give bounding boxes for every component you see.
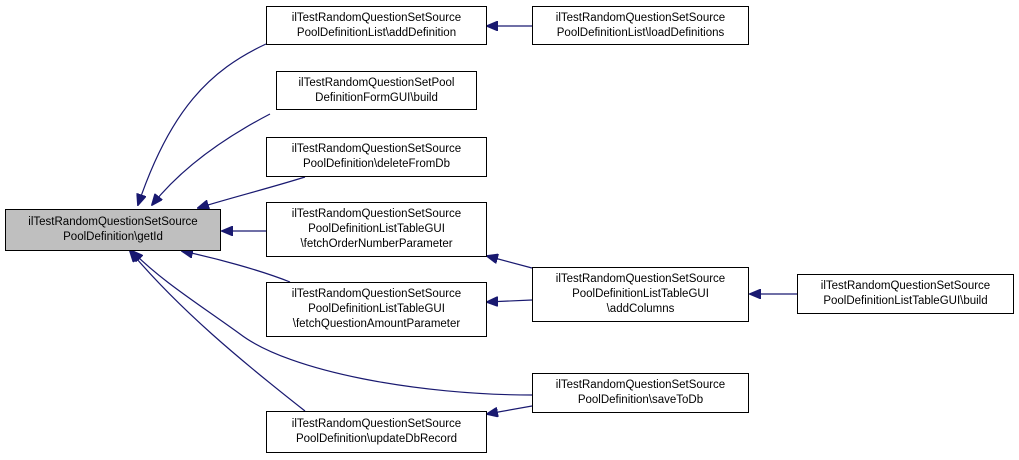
node-addcolumns-line3: \addColumns bbox=[606, 303, 675, 315]
node-loaddefinitions-line1: ilTestRandomQuestionSetSource bbox=[555, 11, 726, 24]
node-updatedb-line1: ilTestRandomQuestionSetSource bbox=[291, 418, 462, 430]
node-addcolumns-line2: PoolDefinitionListTableGUI bbox=[572, 288, 709, 300]
node-deletefromdb[interactable]: ilTestRandomQuestionSetSource PoolDefini… bbox=[266, 137, 487, 177]
edge-formbuild-to-getid bbox=[152, 113, 271, 205]
node-savetodb-line2: PoolDefinition\saveToDb bbox=[577, 394, 704, 406]
node-addcolumns[interactable]: ilTestRandomQuestionSetSource PoolDefini… bbox=[532, 267, 749, 322]
node-fetchorder[interactable]: ilTestRandomQuestionSetSource PoolDefini… bbox=[266, 202, 487, 257]
node-savetodb[interactable]: ilTestRandomQuestionSetSource PoolDefini… bbox=[532, 373, 749, 413]
node-formbuild-line2: DefinitionFormGUI\build bbox=[315, 91, 438, 104]
edge-deletefromdb-to-getid bbox=[198, 176, 306, 208]
node-loaddefinitions[interactable]: ilTestRandomQuestionSetSource PoolDefini… bbox=[532, 6, 749, 45]
edge-adddefinition-to-getid bbox=[138, 43, 267, 205]
node-fetchorder-line3: \fetchOrderNumberParameter bbox=[300, 238, 453, 250]
edge-updatedb-to-getid bbox=[130, 251, 306, 412]
node-fetchamount[interactable]: ilTestRandomQuestionSetSource PoolDefini… bbox=[266, 282, 487, 337]
node-tablebuild-line1: ilTestRandomQuestionSetSource bbox=[820, 280, 991, 292]
node-fetchamount-line1: ilTestRandomQuestionSetSource bbox=[291, 288, 462, 300]
node-loaddefinitions-line2: PoolDefinitionList\loadDefinitions bbox=[556, 26, 725, 39]
edge-addcolumns-to-fetchorder bbox=[487, 256, 533, 269]
node-formbuild-line1: ilTestRandomQuestionSetPool bbox=[298, 76, 455, 89]
node-savetodb-line1: ilTestRandomQuestionSetSource bbox=[555, 379, 726, 391]
node-fetchamount-line2: PoolDefinitionListTableGUI bbox=[308, 303, 445, 315]
node-fetchorder-line1: ilTestRandomQuestionSetSource bbox=[291, 208, 462, 220]
node-formbuild[interactable]: ilTestRandomQuestionSetPool DefinitionFo… bbox=[276, 71, 477, 110]
node-updatedb[interactable]: ilTestRandomQuestionSetSource PoolDefini… bbox=[266, 411, 487, 453]
node-adddefinition-line2: PoolDefinitionList\addDefinition bbox=[296, 26, 457, 39]
node-updatedb-line2: PoolDefinition\updateDbRecord bbox=[295, 433, 458, 445]
node-getid[interactable]: ilTestRandomQuestionSetSource PoolDefini… bbox=[5, 209, 221, 251]
node-adddefinition[interactable]: ilTestRandomQuestionSetSource PoolDefini… bbox=[266, 6, 487, 45]
edge-addcolumns-to-fetchamount bbox=[487, 300, 533, 302]
node-fetchorder-line2: PoolDefinitionListTableGUI bbox=[308, 223, 445, 235]
edge-fetchamount-to-getid bbox=[182, 251, 291, 283]
node-tablebuild-line2: PoolDefinitionListTableGUI\build bbox=[823, 295, 988, 307]
node-getid-line2: PoolDefinition\getId bbox=[63, 231, 163, 243]
node-adddefinition-line1: ilTestRandomQuestionSetSource bbox=[291, 11, 462, 24]
edge-savetodb-to-getid bbox=[132, 251, 533, 396]
edge-savetodb-to-updatedb bbox=[487, 405, 533, 414]
node-tablebuild[interactable]: ilTestRandomQuestionSetSource PoolDefini… bbox=[797, 274, 1014, 314]
node-deletefromdb-line2: PoolDefinition\deleteFromDb bbox=[302, 158, 451, 170]
node-addcolumns-line1: ilTestRandomQuestionSetSource bbox=[555, 273, 726, 285]
node-fetchamount-line3: \fetchQuestionAmountParameter bbox=[292, 318, 461, 330]
node-getid-line1: ilTestRandomQuestionSetSource bbox=[28, 216, 198, 228]
node-deletefromdb-line1: ilTestRandomQuestionSetSource bbox=[291, 143, 462, 155]
